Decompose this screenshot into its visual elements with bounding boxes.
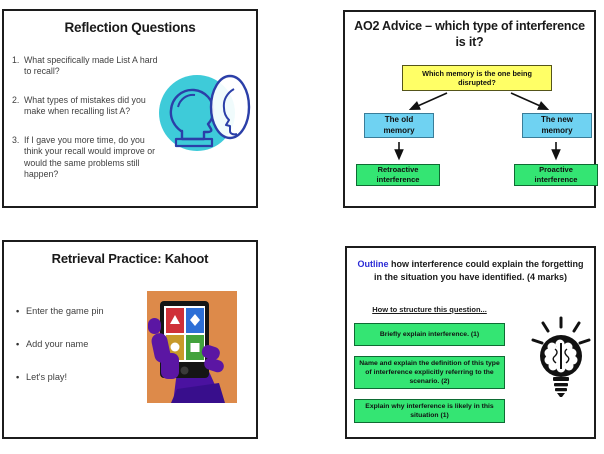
slide-title: Retrieval Practice: Kahoot [51,251,209,266]
step-box-1: Briefly explain interference. (1) [354,323,505,346]
slide-outline-question: Outline how interference could explain t… [345,246,596,439]
list-item: • Let's play! [16,372,146,382]
flowchart-root-box: Which memory is the one being disrupted? [402,65,552,91]
list-item: • Enter the game pin [16,306,146,316]
item-text: If I gave you more time, do you think yo… [24,134,156,179]
list-item: 3. If I gave you more time, do you think… [12,135,164,181]
title-line-2: is it? [455,34,484,49]
slide-ao2-advice: AO2 Advice – which type of interference … [343,10,598,208]
list-item: 1. What specifically made List A hard to… [12,55,164,78]
structure-column: How to structure this question... Briefl… [354,305,505,433]
flowchart-retroactive-box: Retroactive interference [356,164,440,186]
item-text: Add your name [26,339,89,349]
structure-subheading: How to structure this question... [372,305,487,314]
item-text: Let's play! [26,372,68,382]
item-text: What specifically made List A hard to re… [24,55,158,77]
item-text: What types of mistakes did you make when… [24,94,146,117]
item-text: Enter the game pin [26,306,104,316]
item-number: 2. [12,94,20,105]
bullet-icon: • [16,306,20,316]
kahoot-hand-tablet-image [147,291,237,403]
slide-title: AO2 Advice – which type of interference … [351,19,588,50]
step-box-2: Name and explain the definition of this … [354,356,505,389]
question-title: Outline how interference could explain t… [357,258,584,283]
flowchart-old-memory-box: The old memory [364,113,434,138]
item-number: 1. [12,55,20,65]
lightbulb-brain-icon [531,316,591,397]
flowchart-new-memory-box: The new memory [522,113,592,138]
slide-reflection-questions: Reflection Questions 1. What specificall… [2,9,258,208]
question-list: 1. What specifically made List A hard to… [12,55,164,197]
step-box-3: Explain why interference is likely in th… [354,399,505,423]
flowchart-arrows [394,92,561,161]
slide-title: Reflection Questions [64,20,196,35]
slide-retrieval-practice: Retrieval Practice: Kahoot • Enter the g… [2,240,258,439]
item-number: 3. [12,134,20,145]
bullet-icon: • [16,339,20,349]
list-item: 2. What types of mistakes did you make w… [12,95,164,118]
title-line-1: AO2 Advice – which type of interference [354,19,585,33]
title-keyword: Outline [357,259,389,269]
list-item: • Add your name [16,339,146,349]
reflection-faces-icon [159,74,251,151]
bullet-icon: • [16,372,20,382]
bullet-list: • Enter the game pin • Add your name • L… [16,306,146,405]
title-text: how interference could explain the forge… [373,259,584,282]
flowchart-proactive-box: Proactive interference [514,164,598,186]
